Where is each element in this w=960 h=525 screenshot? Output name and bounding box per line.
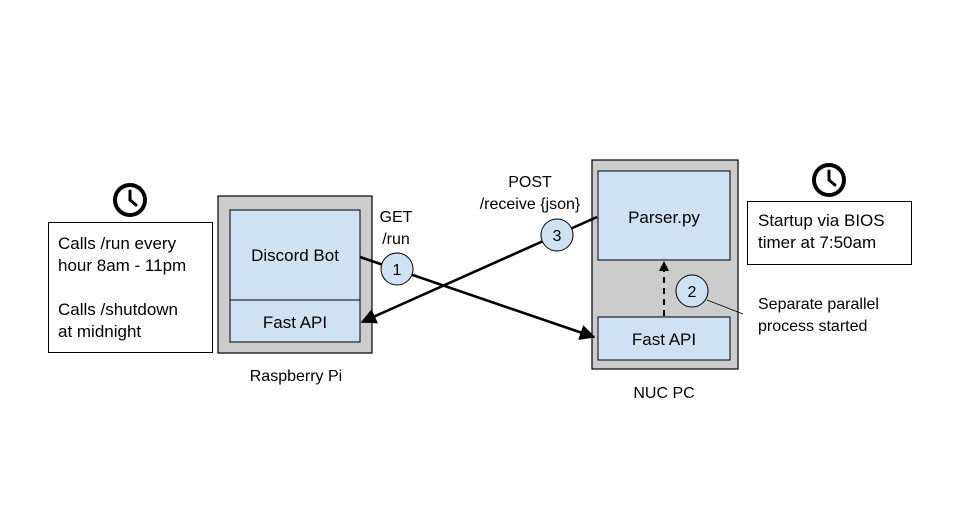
post-label-line2: /receive {json}: [480, 196, 581, 213]
rpi-schedule-note: Calls /run every hour 8am - 11pm Calls /…: [48, 222, 213, 353]
raspberry-pi-title: Raspberry Pi: [250, 368, 342, 385]
rpi-schedule-line3: Calls /shutdown: [58, 300, 179, 319]
get-label-line2: /run: [382, 231, 410, 248]
discord-bot-box: [229, 209, 361, 301]
nuc-pc-device: Parser.py Fast API NUC PC: [591, 159, 739, 402]
nuc-startup-line2: timer at 7:50am: [758, 233, 877, 252]
parallel-callout-line: [706, 299, 744, 315]
rpi-fast-api-box: [229, 299, 361, 343]
raspberry-pi-device: Discord Bot Fast API Raspberry Pi: [217, 195, 373, 385]
parser-label: Parser.py: [628, 208, 700, 227]
nuc-pc-title: NUC PC: [633, 385, 694, 402]
clock-icon: [113, 183, 147, 217]
rpi-schedule-line2: hour 8am - 11pm: [58, 256, 187, 275]
step-marker-3: 3: [540, 218, 574, 252]
nuc-startup-line1: Startup via BIOS: [758, 211, 885, 230]
nuc-fast-api-label: Fast API: [632, 330, 696, 349]
rpi-schedule-line4: at midnight: [58, 322, 142, 341]
nuc-fast-api-box: [597, 316, 731, 361]
parallel-note-line1: Separate parallel: [758, 296, 879, 313]
discord-bot-label: Discord Bot: [251, 246, 339, 265]
parallel-note-line2: process started: [758, 318, 867, 335]
svg-text:2: 2: [688, 284, 697, 301]
svg-text:3: 3: [553, 228, 562, 245]
post-label-line1: POST: [508, 174, 552, 191]
step-marker-2: 2: [675, 274, 709, 308]
parser-box: [597, 170, 731, 261]
rpi-schedule-line1: Calls /run every: [58, 234, 177, 253]
svg-text:1: 1: [393, 262, 402, 279]
clock-icon: [812, 163, 846, 197]
get-label-line1: GET: [380, 209, 413, 226]
step-marker-1: 1: [380, 252, 414, 286]
nuc-startup-note: Startup via BIOS timer at 7:50am: [747, 201, 912, 265]
rpi-fast-api-label: Fast API: [263, 313, 327, 332]
